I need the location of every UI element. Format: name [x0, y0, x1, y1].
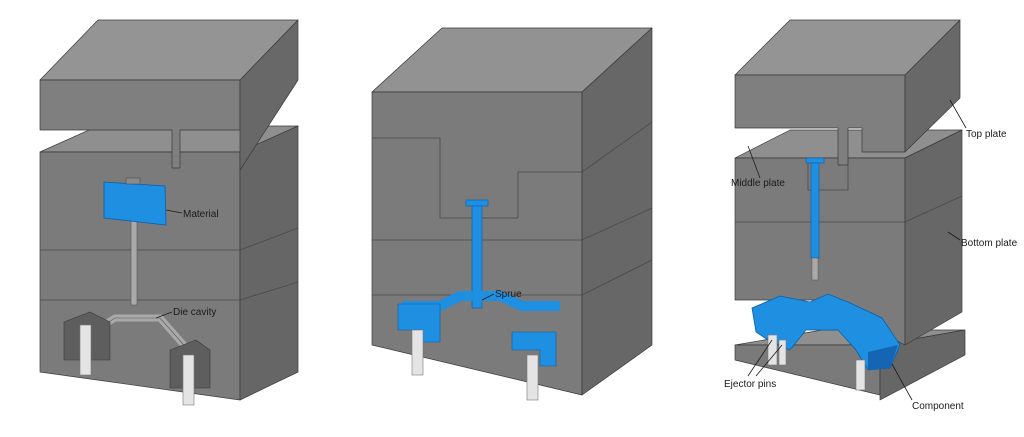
stage1-material-billet — [103, 181, 167, 226]
stage2-middle-plate-seam — [372, 207, 653, 241]
stage3-ejector-pin-left — [767, 334, 778, 366]
stage2-top-plate-seam — [372, 121, 653, 219]
middle-plate-leader — [747, 145, 761, 179]
component-leader — [891, 363, 913, 401]
middle-plate-label: Middle plate — [731, 178, 785, 189]
stage3-top-plate-side-face — [904, 19, 961, 153]
stage1-block-side-face — [239, 125, 299, 401]
bottom-plate-label: Bottom plate — [961, 238, 1018, 249]
stage-3-ejection: Top plate Middle plate Bottom plate Ejec… — [724, 19, 1018, 412]
stage2-sprue-cap — [465, 199, 489, 207]
stage3-base-plate-side-face — [879, 329, 966, 401]
stage3-middle-seam — [735, 195, 963, 223]
stage2-bottom-plate-seam — [372, 259, 653, 296]
stage3-sprue — [810, 162, 820, 259]
stage3-ejector-pin-right — [855, 359, 866, 391]
stage1-top-plate-side-face — [239, 19, 299, 171]
stage1-ejector-pin-right — [182, 354, 195, 406]
sprue-leader — [481, 293, 495, 301]
bottom-plate-leader — [947, 231, 961, 241]
stage2-ejector-pin-left — [411, 329, 424, 376]
top-plate-label: Top plate — [966, 129, 1007, 140]
stage2-block-side-face — [581, 27, 653, 396]
stage2-cavity-right — [511, 331, 557, 367]
material-label: Material — [183, 209, 219, 220]
stage3-block-side-face — [904, 129, 963, 346]
ejector-pins-leader-1 — [747, 339, 773, 377]
sprue-label: Sprue — [495, 289, 522, 300]
stage1-material-tab — [125, 177, 141, 185]
stage3-component-shadow-face — [868, 345, 898, 370]
stage1-lower-seam — [40, 281, 299, 301]
die-cavity-leader — [155, 311, 173, 319]
ejector-pins-leader-2 — [755, 344, 783, 377]
stage-2-closed: Sprue — [371, 27, 653, 401]
stage1-plate-seam — [40, 227, 299, 251]
stage3-ejector-pin-left-2 — [778, 339, 787, 366]
stage2-ejector-pin-right — [526, 354, 539, 401]
stage3-recess — [807, 158, 849, 191]
ejector-pins-label: Ejector pins — [724, 379, 776, 390]
stage2-sprue — [471, 205, 483, 309]
material-leader — [165, 209, 183, 214]
top-plate-leader — [949, 99, 967, 129]
stage-1-loading: Material Die cavity — [39, 19, 299, 406]
stage1-ejector-pin-left — [79, 324, 92, 376]
die-cavity-label: Die cavity — [173, 307, 216, 318]
component-label: Component — [912, 401, 964, 412]
stage3-sprue-cap — [805, 157, 825, 164]
stage1-sprue-channel — [130, 214, 138, 306]
stage3-sprue-stub — [811, 257, 819, 281]
